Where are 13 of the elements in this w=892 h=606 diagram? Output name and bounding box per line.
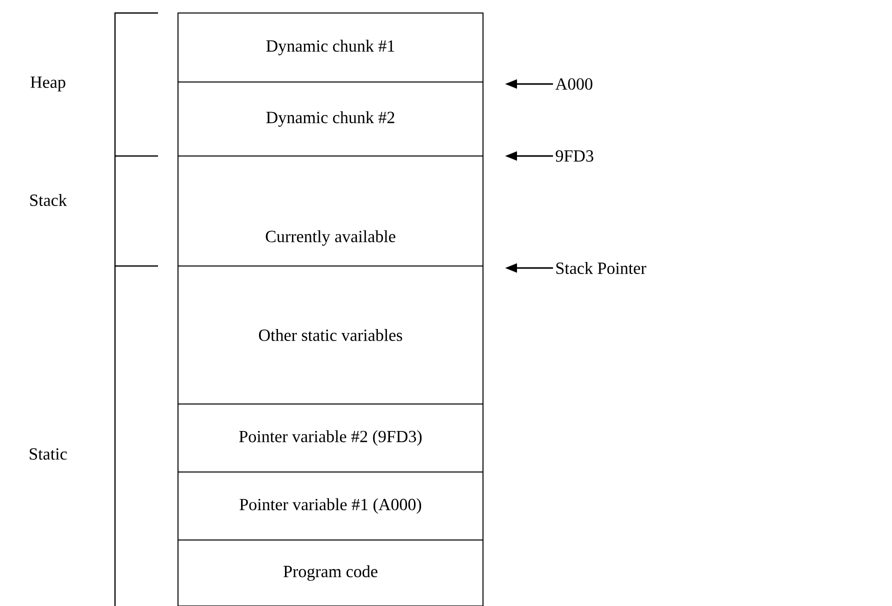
memory-cell: Program code (178, 540, 484, 606)
section-label: Static (30, 448, 67, 460)
address-label: A000 (555, 78, 592, 90)
memory-cell: Dynamic chunk #1 (178, 12, 484, 82)
memory-cell: Other static variables (178, 266, 484, 404)
memory-cell: Currently available (178, 156, 484, 266)
section-label: Heap (30, 76, 66, 92)
section-label: Stack (30, 194, 67, 206)
address-label: Stack Pointer (556, 262, 646, 274)
memory-cell: Pointer variable #2 (9FD3) (178, 404, 484, 472)
address-label: 9FD3 (556, 150, 594, 162)
memory-cell: Pointer variable #1 (A000) (178, 472, 484, 540)
memory-cell: Dynamic chunk #2 (178, 82, 484, 156)
